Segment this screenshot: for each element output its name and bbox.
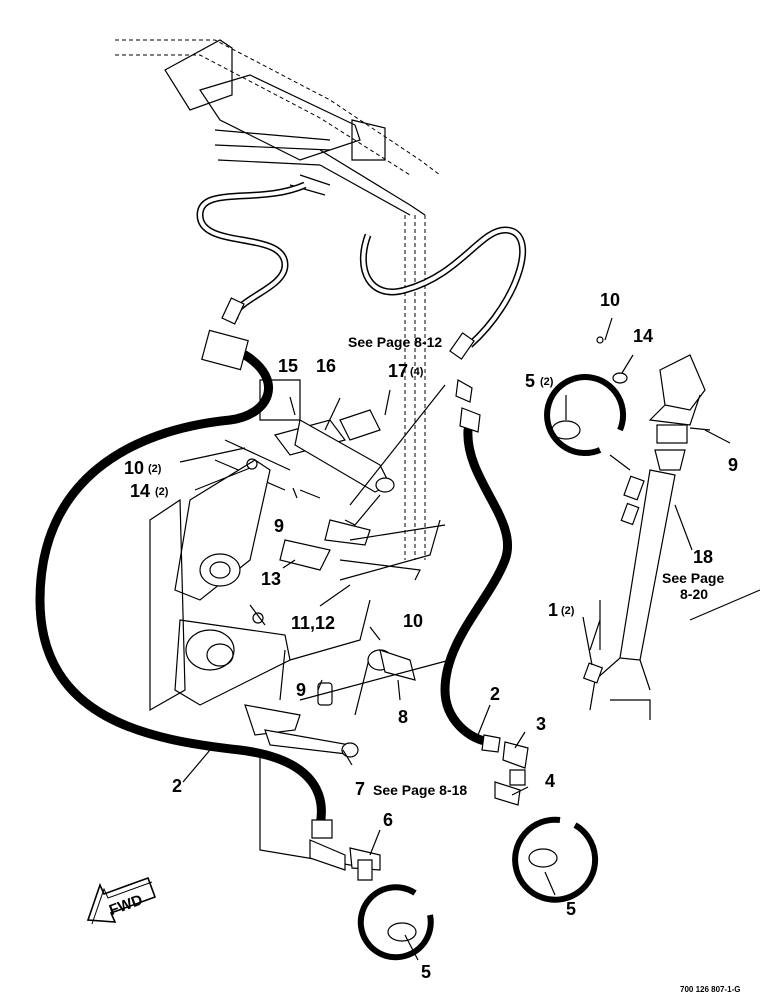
upper-hoses <box>196 181 527 360</box>
callout-6: 6 <box>383 810 393 830</box>
callout-10-left-qty: (2) <box>148 463 162 475</box>
callout-14-left: 14 <box>130 481 150 501</box>
callout-10-right: 10 <box>600 290 620 310</box>
note-see-page-8-18: See Page 8-18 <box>373 782 467 798</box>
fwd-arrow-icon: FWD <box>86 876 157 925</box>
callout-8: 8 <box>398 707 408 727</box>
central-mechanism <box>149 329 446 758</box>
callout-5-bottom: 5 <box>421 962 431 982</box>
o-ring-detail-middle <box>512 816 599 903</box>
callout-13: 13 <box>261 569 281 589</box>
callout-1-qty: (2) <box>561 605 575 617</box>
callout-labels: 2 2 3 4 5 (2) 5 5 6 7 8 9 9 9 10 (2) 10 … <box>124 290 738 982</box>
note-see-page-8-12: See Page 8-12 <box>348 334 442 350</box>
callout-5-middle: 5 <box>566 899 576 919</box>
callout-2-left: 2 <box>172 776 182 796</box>
hose-left-item-2 <box>35 350 326 830</box>
callout-7: 7 <box>355 779 365 799</box>
callout-17-qty: (4) <box>410 366 424 378</box>
o-ring-detail-bottom <box>357 884 434 961</box>
figure-number: 700 126 807-1-G <box>680 985 741 994</box>
o-ring-detail-top <box>544 374 631 471</box>
callout-1: 1 <box>548 600 558 620</box>
callout-9-lower: 9 <box>296 680 306 700</box>
callout-10-mid: 10 <box>403 611 423 631</box>
callout-2-right: 2 <box>490 684 500 704</box>
note-see-page-8-20-line1: See Page <box>662 570 724 586</box>
callout-10-left: 10 <box>124 458 144 478</box>
callout-4: 4 <box>545 771 555 791</box>
callout-3: 3 <box>536 714 546 734</box>
callout-14-right: 14 <box>633 326 653 346</box>
fittings-bottom <box>309 379 529 881</box>
hose-right-item-2 <box>440 425 512 747</box>
callout-17: 17 <box>388 361 408 381</box>
callout-5-top: 5 <box>525 371 535 391</box>
callout-9-right: 9 <box>728 455 738 475</box>
callout-15: 15 <box>278 356 298 376</box>
support-lines <box>259 384 451 871</box>
callout-11-12: 11,12 <box>291 613 335 633</box>
callout-leaders <box>179 317 731 961</box>
note-see-page-8-20-line2: 8-20 <box>680 586 708 602</box>
callout-5-top-qty: (2) <box>540 376 554 388</box>
right-cylinder-assembly <box>582 336 761 720</box>
callout-14-left-qty: (2) <box>155 486 169 498</box>
callout-18: 18 <box>693 547 713 567</box>
callout-9-mid: 9 <box>274 516 284 536</box>
callout-16: 16 <box>316 356 336 376</box>
